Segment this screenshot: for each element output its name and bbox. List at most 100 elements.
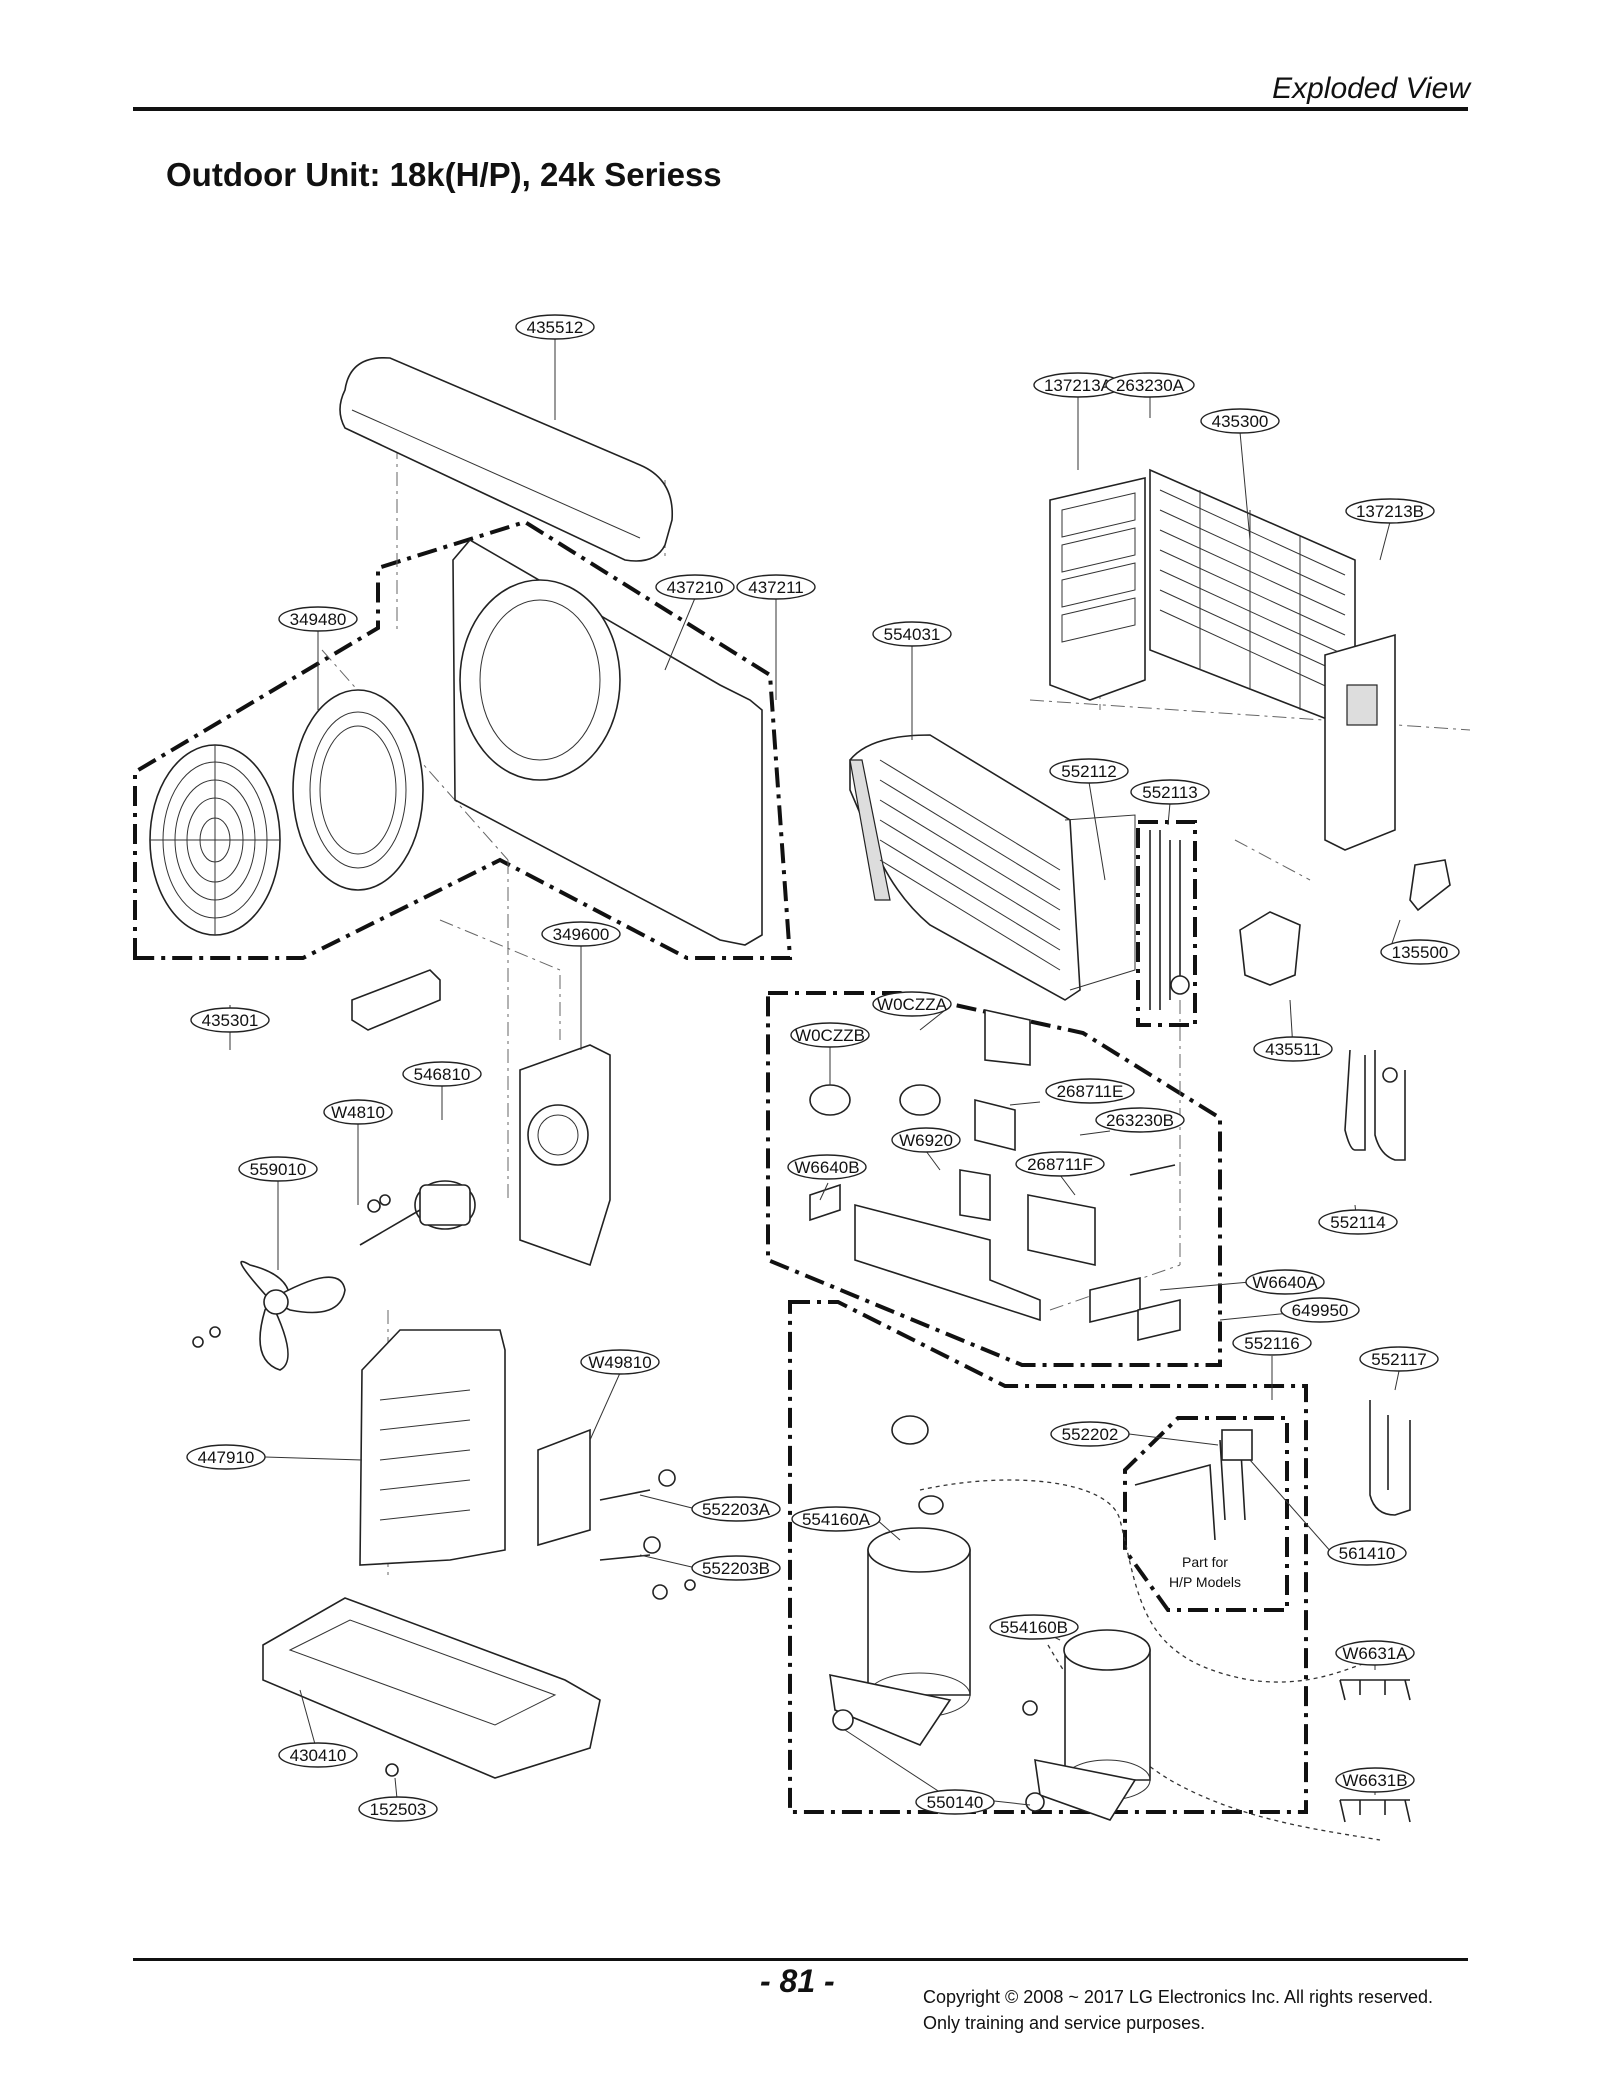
callout-oval	[1245, 1269, 1325, 1295]
callout-oval	[1015, 1151, 1105, 1177]
part-callout-263230b: 263230B	[1095, 1107, 1185, 1133]
part-callout-447910: 447910	[186, 1444, 266, 1470]
callout-oval	[790, 1022, 870, 1048]
part-callout-w6631a: W6631A	[1335, 1640, 1415, 1666]
part-callout-552203b: 552203B	[691, 1555, 781, 1581]
part-callout-552114: 552114	[1318, 1209, 1398, 1235]
callout-oval	[1130, 779, 1210, 805]
header-rule	[133, 107, 1468, 111]
part-callout-649950: 649950	[1280, 1297, 1360, 1323]
part-number-label: 552114	[1330, 1213, 1385, 1232]
callout-oval	[1280, 1297, 1360, 1323]
callout-oval	[915, 1789, 995, 1815]
part-callout-435300: 435300	[1200, 408, 1280, 434]
callout-oval	[691, 1555, 781, 1581]
part-callout-554160a: 554160A	[791, 1506, 881, 1532]
copyright-line-2: Only training and service purposes.	[923, 2013, 1206, 2033]
part-callout-546810: 546810	[402, 1061, 482, 1087]
valve-bracket	[537, 1428, 591, 1547]
part-number-label: 552202	[1062, 1425, 1119, 1444]
control-box-components	[809, 1009, 1181, 1342]
callout-oval	[1200, 408, 1280, 434]
part-number-label: W6920	[899, 1131, 953, 1150]
condenser-coil	[849, 734, 1136, 1001]
wire-harness-w6631b	[1339, 1799, 1411, 1823]
side-panel	[1324, 633, 1396, 851]
callout-oval	[1050, 1421, 1130, 1447]
part-callout-437211: 437211	[736, 574, 816, 600]
fan-motor	[359, 1180, 476, 1246]
part-callout-137213a: 137213A	[1033, 372, 1123, 398]
part-number-label: 552203B	[702, 1559, 770, 1578]
part-number-label: W6631B	[1342, 1771, 1407, 1790]
part-number-label: 268711F	[1027, 1155, 1093, 1174]
part-callout-w6640b: W6640B	[787, 1154, 867, 1180]
part-number-label: W6631A	[1342, 1644, 1408, 1663]
part-callout-w6920: W6920	[891, 1127, 961, 1153]
tube-assembly-552114	[1344, 1049, 1406, 1161]
part-number-label: 559010	[250, 1160, 307, 1179]
section-title: Exploded View	[1272, 72, 1470, 105]
part-callout-552202: 552202	[1050, 1421, 1130, 1447]
tubes	[1149, 830, 1190, 1010]
part-number-label: 552117	[1371, 1350, 1426, 1369]
reversing-valve	[1134, 1429, 1253, 1541]
callout-oval	[1318, 1209, 1398, 1235]
callout-oval	[1095, 1107, 1185, 1133]
callout-oval	[186, 1444, 266, 1470]
part-callout-561410: 561410	[1327, 1540, 1407, 1566]
part-callout-554031: 554031	[872, 621, 952, 647]
callout-oval	[872, 991, 952, 1017]
part-callout-w6640a: W6640A	[1245, 1269, 1325, 1295]
part-number-label: 435301	[202, 1011, 259, 1030]
note-line-1: Part for	[1182, 1554, 1228, 1570]
part-number-label: 263230B	[1106, 1111, 1174, 1130]
compressor-b	[1022, 1629, 1151, 1821]
propeller-fan	[192, 1260, 346, 1371]
callout-oval	[1335, 1767, 1415, 1793]
part-callout-435301: 435301	[190, 1007, 270, 1033]
part-callout-552117: 552117	[1359, 1346, 1439, 1372]
part-number-label: W6640A	[1252, 1273, 1318, 1292]
front-panel	[452, 538, 763, 946]
top-cover	[339, 357, 673, 562]
cover-435511	[1239, 911, 1301, 986]
part-callout-268711f: 268711F	[1015, 1151, 1105, 1177]
part-callout-137213b: 137213B	[1345, 498, 1435, 524]
callout-oval	[691, 1496, 781, 1522]
part-callout-349600: 349600	[541, 921, 621, 947]
bracket-135500	[1409, 859, 1451, 912]
part-callout-552113: 552113	[1130, 779, 1210, 805]
part-callout-w4810: W4810	[323, 1099, 393, 1125]
part-callout-349480: 349480	[278, 606, 358, 632]
callout-oval	[1253, 1036, 1333, 1062]
callout-oval	[1105, 372, 1195, 398]
part-number-label: 135500	[1392, 943, 1449, 962]
front-assembly-outline	[133, 519, 793, 960]
part-number-label: 268711E	[1057, 1082, 1124, 1101]
part-number-label: 561410	[1339, 1544, 1396, 1563]
callout-oval	[238, 1156, 318, 1182]
tube-552117	[1369, 1400, 1411, 1516]
condenser-tube-outline	[1136, 820, 1197, 1027]
part-number-label: 263230A	[1116, 376, 1185, 395]
callout-oval	[278, 606, 358, 632]
part-callout-550140: 550140	[915, 1789, 995, 1815]
callout-oval	[872, 621, 952, 647]
service-valves	[599, 1469, 696, 1600]
callout-oval	[278, 1742, 358, 1768]
callout-oval	[787, 1154, 867, 1180]
callout-oval	[1045, 1078, 1135, 1104]
part-callout-552203a: 552203A	[691, 1496, 781, 1522]
partition-panel	[359, 1329, 506, 1566]
part-number-label: 546810	[414, 1065, 471, 1084]
part-callout-w6631b: W6631B	[1335, 1767, 1415, 1793]
back-panel	[1049, 476, 1146, 701]
part-number-label: 435512	[527, 318, 584, 337]
callout-oval	[515, 314, 595, 340]
note-line-2: H/P Models	[1169, 1574, 1241, 1590]
callout-oval	[989, 1614, 1079, 1640]
part-number-label: 349600	[553, 925, 610, 944]
